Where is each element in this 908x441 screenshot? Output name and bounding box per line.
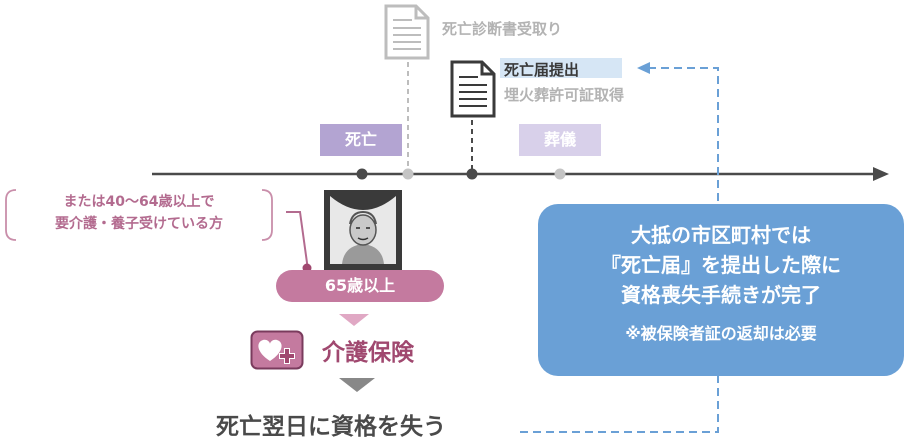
note-bracket-left <box>5 189 17 241</box>
permit-label: 埋火葬許可証取得 <box>504 86 625 104</box>
timeline-dot-certificate <box>402 168 414 180</box>
age-badge: 65歳以上 <box>276 270 444 302</box>
timeline-dot-death <box>356 168 368 180</box>
elderly-person-icon <box>324 190 402 270</box>
info-box: 大抵の市区町村では 『死亡届』を提出した際に 資格喪失手続きが完了 ※被保険者証… <box>538 204 904 376</box>
triangle-down-icon <box>339 378 375 392</box>
triangle-down-icon <box>339 314 369 326</box>
insurance-title: 介護保険 <box>322 340 414 366</box>
info-line2: 『死亡届』を提出した際に <box>601 253 841 277</box>
note-bracket-right <box>261 189 273 241</box>
info-note: ※被保険者証の返却は必要 <box>625 324 817 343</box>
arrow-left-icon <box>637 62 650 74</box>
info-line1: 大抵の市区町村では <box>631 223 811 247</box>
notice-label: 死亡届提出 <box>504 61 580 79</box>
timeline-dot-funeral <box>554 168 566 180</box>
document-icon <box>450 60 496 118</box>
death-stage-label: 死亡 <box>320 124 402 156</box>
funeral-stage-label: 葬儀 <box>519 124 601 156</box>
condition-note-line2: 要介護・養子受けている方 <box>55 216 223 232</box>
notice-highlight <box>500 58 622 78</box>
note-leader-line <box>286 211 309 271</box>
certificate-label: 死亡診断書受取り <box>442 20 563 38</box>
insurance-result: 死亡翌日に資格を失う <box>216 414 446 440</box>
info-line3: 資格喪失手続きが完了 <box>621 283 821 307</box>
timeline-dot-notice <box>466 168 478 180</box>
document-icon <box>384 4 430 60</box>
arrow-right-icon <box>873 167 889 181</box>
heart-plus-icon <box>250 330 304 370</box>
condition-note: または40〜64歳以上で 要介護・養子受けている方 <box>10 191 268 235</box>
condition-note-line1: または40〜64歳以上で <box>63 194 215 210</box>
